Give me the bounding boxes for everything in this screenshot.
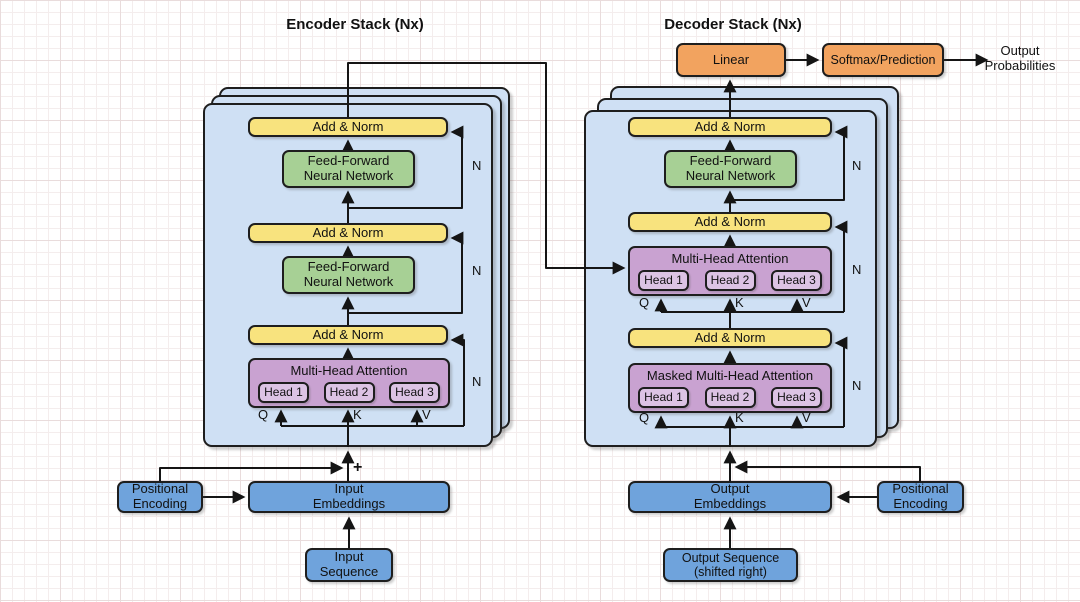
decoder-attention-heads: Head 1 Head 2 Head 3 [638, 269, 822, 291]
decoder-stack-title: Decoder Stack (Nx) [664, 16, 802, 33]
decoder-n-label-3: N [852, 378, 862, 393]
residual-decoder-sublayer2 [834, 220, 848, 312]
encoder-positional-encoding-box: Positional Encoding [117, 481, 203, 513]
output-sequence-box: Output Sequence (shifted right) [663, 548, 798, 582]
decoder-masked-attention-title: Masked Multi-Head Attention [646, 368, 814, 383]
residual-encoder-sublayer2 [348, 231, 464, 314]
residual-encoder-sublayer3 [450, 333, 465, 426]
encoder-n-label-2: N [472, 263, 482, 278]
decoder-mmha-head-1: Head 1 [638, 386, 689, 408]
encoder-v-label: V [422, 407, 431, 422]
plus-junction-label: + [353, 459, 363, 476]
output-probabilities-label: Output Probabilities [984, 43, 1056, 74]
decoder-mha-head-2: Head 2 [704, 269, 756, 291]
decoder-n-label-2: N [852, 262, 862, 277]
encoder-add-norm-3: Add & Norm [248, 325, 448, 345]
encoder-add-norm-2: Add & Norm [248, 223, 448, 243]
decoder-attention-title: Multi-Head Attention [671, 251, 789, 266]
encoder-k-label: K [353, 407, 362, 422]
arrow-encoder-to-decoder-attention [347, 62, 626, 275]
decoder-positional-encoding-box: Positional Encoding [877, 481, 964, 513]
decoder-mha-q-label: Q [639, 295, 650, 310]
decoder-mha-head-1: Head 1 [638, 269, 689, 291]
decoder-feed-forward: Feed-Forward Neural Network [664, 150, 797, 188]
linear-box: Linear [676, 43, 786, 77]
arrow-positional-encoding-to-sum [159, 461, 344, 481]
arrow-positional-encoding-to-decoder-sum [734, 460, 921, 481]
output-embeddings-box: Output Embeddings [628, 481, 832, 513]
residual-decoder-sublayer1 [834, 336, 848, 427]
decoder-n-label-1: N [852, 158, 862, 173]
decoder-masked-multi-head-attention: Masked Multi-Head Attention Head 1 Head … [628, 363, 832, 413]
decoder-add-norm-2: Add & Norm [628, 212, 832, 232]
encoder-add-norm-1: Add & Norm [248, 117, 448, 137]
encoder-attention-title: Multi-Head Attention [290, 363, 408, 378]
encoder-stack-title: Encoder Stack (Nx) [286, 16, 424, 33]
encoder-head-1: Head 1 [258, 381, 309, 403]
encoder-feed-forward-1: Feed-Forward Neural Network [282, 150, 415, 188]
softmax-prediction-box: Softmax/Prediction [822, 43, 944, 77]
decoder-mha-head-3: Head 3 [771, 269, 822, 291]
residual-decoder-sublayer3 [730, 125, 848, 201]
decoder-multi-head-attention: Multi-Head Attention Head 1 Head 2 Head … [628, 246, 832, 296]
encoder-head-2: Head 2 [323, 381, 375, 403]
decoder-mha-k-label: K [735, 295, 744, 310]
decoder-mmha-q-label: Q [639, 410, 650, 425]
decoder-mha-v-label: V [802, 295, 811, 310]
encoder-attention-heads: Head 1 Head 2 Head 3 [258, 381, 440, 403]
decoder-masked-attention-heads: Head 1 Head 2 Head 3 [638, 386, 822, 408]
decoder-mmha-v-label: V [802, 410, 811, 425]
encoder-head-3: Head 3 [389, 381, 440, 403]
encoder-multi-head-attention: Multi-Head Attention Head 1 Head 2 Head … [248, 358, 450, 408]
decoder-add-norm-3: Add & Norm [628, 328, 832, 348]
input-embeddings-box: Input Embeddings [248, 481, 450, 513]
encoder-n-label-1: N [472, 158, 482, 173]
decoder-add-norm-1: Add & Norm [628, 117, 832, 137]
encoder-feed-forward-2: Feed-Forward Neural Network [282, 256, 415, 294]
decoder-mmha-head-3: Head 3 [771, 386, 822, 408]
residual-encoder-sublayer1 [348, 125, 464, 209]
input-sequence-box: Input Sequence [305, 548, 393, 582]
decoder-mmha-head-2: Head 2 [704, 386, 756, 408]
encoder-n-label-3: N [472, 374, 482, 389]
decoder-mmha-k-label: K [735, 410, 744, 425]
encoder-q-label: Q [258, 407, 269, 422]
